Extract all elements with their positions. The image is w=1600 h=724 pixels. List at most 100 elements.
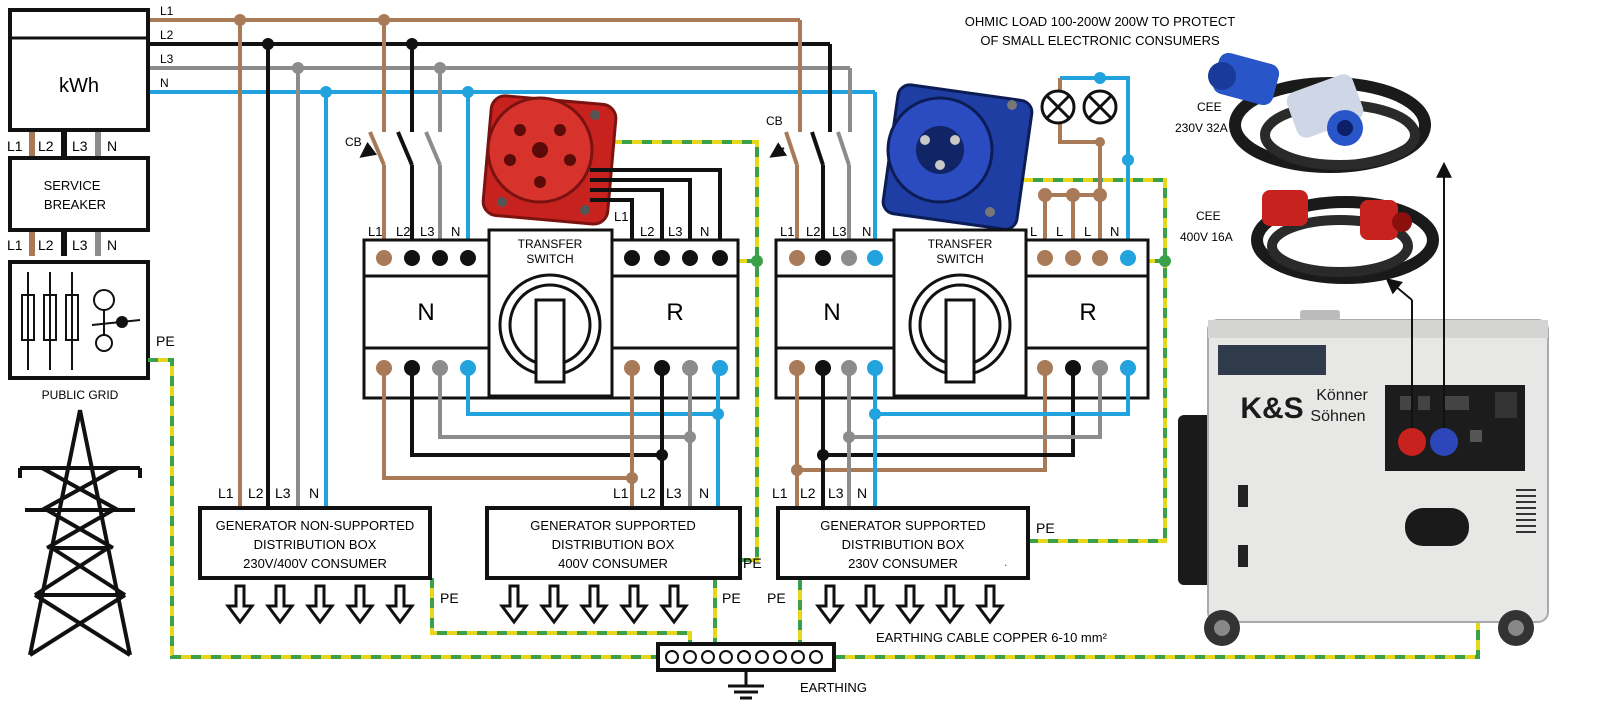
cee-cable-blue-icon (1208, 52, 1431, 173)
ohmic-load-line1: OHMIC LOAD 100-200W 200W TO PROTECT (965, 14, 1235, 29)
public-grid-pe-label: PE (156, 333, 175, 349)
svg-text:.: . (1004, 555, 1007, 569)
ts1-title-2: SWITCH (526, 252, 573, 266)
svg-text:N: N (699, 485, 709, 501)
power-pylon-icon (18, 409, 142, 657)
generator-brand-name-2: Söhnen (1310, 408, 1365, 425)
generator-icon (1178, 310, 1549, 646)
ts2-output-wires (791, 368, 1130, 508)
svg-text:230V CONSUMER: 230V CONSUMER (848, 556, 958, 571)
bus-label-l2: L2 (160, 28, 174, 42)
distribution-box-non-supported: L1 L2 L3 N GENERATOR NON-SUPPORTED DISTR… (198, 485, 432, 580)
svg-text:L2: L2 (800, 485, 816, 501)
cb1-trip-icon (359, 141, 378, 158)
public-grid-box (8, 260, 150, 380)
svg-text:L2: L2 (396, 224, 410, 239)
ohmic-load-neutral-dot (1122, 154, 1134, 166)
svg-text:L3: L3 (828, 485, 844, 501)
svg-text:N: N (857, 485, 867, 501)
svg-text:L1: L1 (7, 138, 23, 154)
svg-text:L1: L1 (368, 224, 382, 239)
earthing-label: EARTHING (800, 680, 867, 695)
bus-label-n: N (160, 76, 169, 90)
svg-text:L2: L2 (640, 485, 656, 501)
svg-text:L1: L1 (772, 485, 788, 501)
ts2-mark-n: N (823, 299, 840, 326)
ts1-mark-n: N (417, 299, 434, 326)
ohmic-load-top-dot (1094, 72, 1106, 84)
svg-text:L1: L1 (218, 485, 234, 501)
distribution-box-400v: L1 L2 L3 N GENERATOR SUPPORTED DISTRIBUT… (485, 485, 742, 580)
svg-text:L1: L1 (7, 237, 23, 253)
cee-230-line2: 230V 32A (1175, 121, 1228, 135)
public-grid-label: PUBLIC GRID (42, 388, 119, 402)
cb2-trip-icon (769, 142, 788, 158)
svg-text:L1: L1 (614, 209, 628, 224)
ohmic-load-junction-dot (1095, 137, 1105, 147)
svg-text:L: L (1030, 224, 1037, 239)
svg-text:DISTRIBUTION BOX: DISTRIBUTION BOX (842, 537, 965, 552)
service-breaker: SERVICE BREAKER (8, 156, 150, 232)
svg-text:N: N (862, 224, 871, 239)
svg-text:L: L (1084, 224, 1091, 239)
svg-text:N: N (309, 485, 319, 501)
generator-brand-name-1: Könner (1316, 387, 1368, 404)
box-230v-pe-label: PE (1036, 520, 1055, 536)
svg-text:DISTRIBUTION BOX: DISTRIBUTION BOX (552, 537, 675, 552)
red-cee-inlet-icon (481, 94, 618, 226)
meter-terminal-labels: L1 L2 L3 N (7, 132, 117, 156)
box-400v-pe-label: PE (743, 555, 762, 571)
distribution-box-230v: L1 L2 L3 N GENERATOR SUPPORTED DISTRIBUT… (772, 485, 1030, 580)
svg-text:L3: L3 (275, 485, 291, 501)
svg-text:GENERATOR NON-SUPPORTED: GENERATOR NON-SUPPORTED (216, 518, 415, 533)
ohmic-load-line2: OF SMALL ELECTRONIC CONSUMERS (980, 33, 1220, 48)
pe-label-a: PE (722, 590, 741, 606)
cb1-label: CB (345, 135, 362, 149)
non-supported-feed (238, 20, 328, 508)
svg-text:L2: L2 (248, 485, 264, 501)
svg-text:230V/400V CONSUMER: 230V/400V CONSUMER (243, 556, 387, 571)
ts2-title-2: SWITCH (936, 252, 983, 266)
service-breaker-line2: BREAKER (44, 197, 106, 212)
service-breaker-line1: SERVICE (44, 178, 101, 193)
kwh-meter: kWh (8, 8, 150, 132)
bus-label-l3: L3 (160, 52, 174, 66)
svg-text:L1: L1 (613, 485, 629, 501)
svg-text:L3: L3 (668, 224, 682, 239)
cable-connection-arrows (1385, 161, 1452, 428)
svg-text:L3: L3 (420, 224, 434, 239)
svg-text:N: N (107, 138, 117, 154)
svg-text:L: L (1056, 224, 1063, 239)
ts1-grid-feed (368, 20, 470, 258)
ts2-title-1: TRANSFER (928, 237, 993, 251)
service-breaker-terminal-labels: L1 L2 L3 N (7, 232, 117, 256)
ohmic-load-lamp-icons (1040, 89, 1118, 125)
earthing-bar (656, 642, 836, 700)
ts1-output-wires (382, 368, 724, 508)
svg-text:GENERATOR SUPPORTED: GENERATOR SUPPORTED (820, 518, 985, 533)
svg-text:L2: L2 (38, 237, 54, 253)
meter-title: kWh (59, 75, 99, 97)
transfer-switch-1: N R TRANSFER SWITCH L1 L2 L3 N L1 L2 L3 … (362, 209, 740, 400)
cee-cable-red-icon (1251, 190, 1439, 284)
svg-text:L3: L3 (72, 237, 88, 253)
blue-inlet-wires (1038, 142, 1107, 258)
red-inlet-wires (590, 168, 722, 258)
pe-label-b: PE (767, 590, 786, 606)
non-supported-pe-label: PE (440, 590, 459, 606)
ts2-mark-r: R (1079, 299, 1096, 326)
svg-text:DISTRIBUTION BOX: DISTRIBUTION BOX (254, 537, 377, 552)
blue-cee-inlet-icon (881, 83, 1034, 231)
svg-text:L2: L2 (38, 138, 54, 154)
ts2-grid-feed (784, 20, 877, 258)
cee-400-line1: CEE (1196, 209, 1221, 223)
cee-230-line1: CEE (1197, 100, 1222, 114)
svg-text:L3: L3 (832, 224, 846, 239)
main-bus: L1 L2 L3 N (148, 4, 875, 98)
ts1-title-1: TRANSFER (518, 237, 583, 251)
ts1-mark-r: R (666, 299, 683, 326)
cee-400-line2: 400V 16A (1180, 230, 1233, 244)
svg-text:L1: L1 (780, 224, 794, 239)
svg-text:N: N (451, 224, 460, 239)
